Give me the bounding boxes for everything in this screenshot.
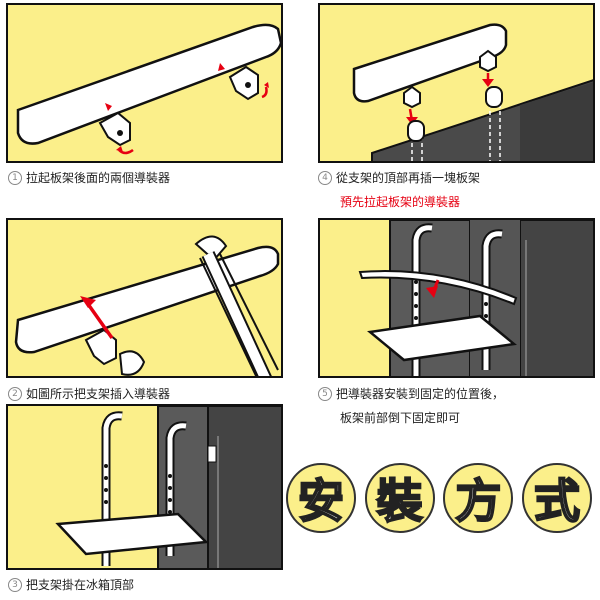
step-4-note: 預先拉起板架的導裝器 <box>340 194 460 210</box>
guide-clip-left-icon <box>98 111 131 147</box>
step-1-caption: 1 拉起板架後面的兩個導裝器 <box>8 170 170 186</box>
step-3-text: 把支架掛在冰箱頂部 <box>26 578 135 592</box>
step-5-text-line1: 把導裝器安裝到固定的位置後， <box>336 387 505 401</box>
title-char-2: 裝 <box>364 463 435 533</box>
bracket-right-icon <box>165 421 187 556</box>
guide-clip-icon <box>84 328 146 376</box>
guide-clip-left-icon <box>403 85 421 125</box>
step-2-number: 2 <box>8 386 22 401</box>
step-1-text: 拉起板架後面的兩個導裝器 <box>26 171 171 185</box>
installation-title: 安 裝 方 式 <box>286 460 592 536</box>
step-1-number: 1 <box>8 170 22 185</box>
step-4-note-text: 預先拉起板架的導裝器 <box>340 195 461 209</box>
step-2-illustration <box>6 218 283 378</box>
step-5-illustration <box>318 218 595 378</box>
guide-clip-right-icon <box>228 65 259 101</box>
step-3-illustration <box>6 404 283 570</box>
guide-clip-right-icon <box>479 49 497 87</box>
step-5-text-line2: 板架前部倒下固定即可 <box>340 411 461 425</box>
step-5-number: 5 <box>318 386 332 401</box>
step-2-text: 如圖所示把支架插入導裝器 <box>26 387 171 401</box>
step-4-illustration <box>318 3 595 163</box>
title-char-1: 安 <box>286 463 356 533</box>
step-4-number: 4 <box>318 170 332 185</box>
step-1-illustration <box>6 3 283 163</box>
step-4-text: 從支架的頂部再插一塊板架 <box>336 171 481 185</box>
title-char-4: 式 <box>521 463 592 533</box>
title-char-3: 方 <box>443 463 514 533</box>
bracket-left-icon <box>101 411 123 566</box>
bracket-arm-icon <box>194 235 279 376</box>
step-5-caption: 5 把導裝器安裝到固定的位置後， <box>318 386 504 402</box>
bracket-right-icon <box>481 229 503 370</box>
step-5-caption-line2: 板架前部倒下固定即可 <box>340 410 460 426</box>
step-3-number: 3 <box>8 577 22 592</box>
step-2-caption: 2 如圖所示把支架插入導裝器 <box>8 386 170 402</box>
step-3-caption: 3 把支架掛在冰箱頂部 <box>8 577 134 593</box>
bracket-left-icon <box>411 223 433 376</box>
step-4-caption: 4 從支架的頂部再插一塊板架 <box>318 170 480 186</box>
